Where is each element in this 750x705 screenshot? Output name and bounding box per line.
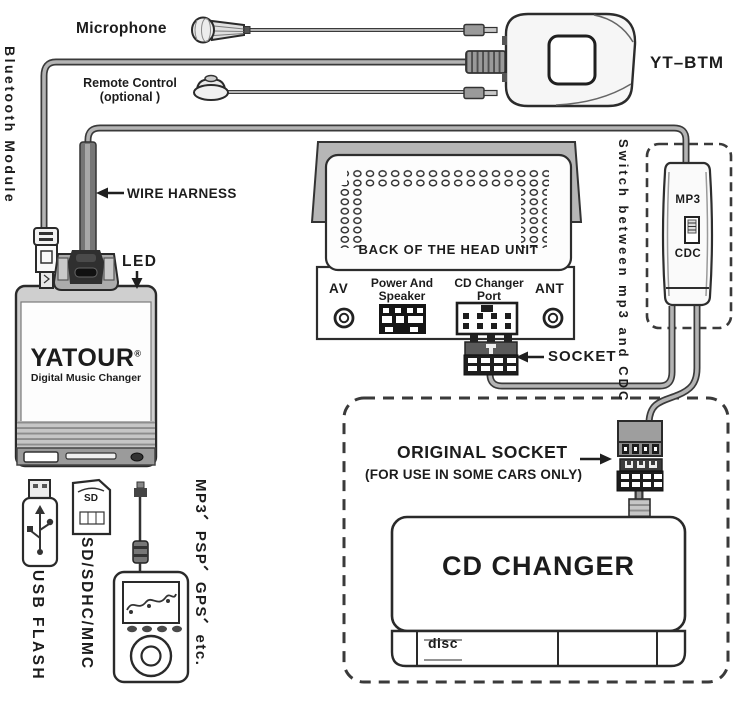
cd-changer-wire xyxy=(628,486,651,520)
mini-usb-plug-icon xyxy=(33,227,59,289)
mp3-player-icon xyxy=(112,570,190,684)
usb-flash-label: USB FLASH xyxy=(29,570,46,682)
cd-changer-port-line2: Port xyxy=(477,288,501,303)
switch-mp3-label: MP3 xyxy=(675,194,701,206)
disc-logo-text: disc xyxy=(427,635,458,651)
ant-connector xyxy=(542,307,564,329)
remote-control-label: Remote Control (optional ) xyxy=(70,76,190,104)
yatour-logo: YATOUR® Digital Music Changer xyxy=(21,344,151,385)
ant-label: ANT xyxy=(535,281,565,296)
switch-note-label: Switch between mp3 and CDC xyxy=(616,139,631,404)
ytbtm-device xyxy=(463,12,637,108)
aux-cable-icon xyxy=(132,481,149,573)
led-arrow xyxy=(131,271,143,289)
bluetooth-module-wire xyxy=(40,58,472,232)
remote-button-icon xyxy=(193,74,229,101)
usb-flash-drive-icon xyxy=(21,479,59,568)
av-label: AV xyxy=(329,281,349,296)
socket-connector xyxy=(463,335,519,376)
switch-cdc-label: CDC xyxy=(674,248,702,260)
cd-changer-dashed-box xyxy=(342,396,730,684)
power-and-speaker-label: Power And Speaker xyxy=(358,277,446,303)
bluetooth-module-label: Bluetooth Module xyxy=(2,46,18,205)
microphone-icon xyxy=(191,16,251,44)
cd-changer-label: CD CHANGER xyxy=(441,551,635,581)
mp3-cdc-switch xyxy=(661,161,714,307)
original-socket-plug xyxy=(617,420,663,457)
yatour-brand-text: YATOUR® xyxy=(30,344,142,372)
cd-changer-port-line1: CD Changer xyxy=(454,276,524,290)
original-socket-arrow xyxy=(580,453,612,465)
power-and-speaker-line1: Power And xyxy=(370,276,434,290)
head-unit xyxy=(310,141,583,341)
yatour-tagline: Digital Music Changer xyxy=(30,372,142,384)
switch-to-plug-wire xyxy=(645,306,701,423)
wire-harness-cable xyxy=(79,124,690,256)
dsub-connector-icon xyxy=(52,250,120,291)
remote-control-label-line1: Remote Control xyxy=(83,76,177,90)
back-of-head-unit-label: BACK OF THE HEAD UNIT xyxy=(358,242,539,257)
sd-card-icon xyxy=(71,478,112,536)
original-socket-note-label: (FOR USE IN SOME CARS ONLY) xyxy=(365,467,583,482)
socket-label: SOCKET xyxy=(548,348,617,365)
portable-players-label: MP3、PSP、GPS、etc. xyxy=(192,479,209,667)
cd-changer-port-label: CD Changer Port xyxy=(446,277,532,303)
microphone-label: Microphone xyxy=(76,20,167,37)
socket-arrow xyxy=(516,351,544,363)
power-and-speaker-line2: Speaker xyxy=(378,288,426,303)
original-socket-label: ORIGINAL SOCKET xyxy=(397,442,568,462)
remote-control-label-line2: (optional ) xyxy=(99,90,161,104)
sd-logo-text: SD xyxy=(84,493,98,504)
led-label: LED xyxy=(122,253,158,270)
yt-btm-label: YT–BTM xyxy=(650,53,724,72)
switch-slider xyxy=(684,216,700,244)
original-socket-connector xyxy=(616,458,664,492)
power-speaker-connector xyxy=(379,304,426,334)
wire-harness-label: WIRE HARNESS xyxy=(127,186,237,201)
cd-changer-unit xyxy=(390,515,687,668)
compact-disc-logo xyxy=(424,639,462,661)
cd-changer-port-connector xyxy=(455,301,519,336)
socket-to-switch-wire xyxy=(486,306,676,390)
yatour-device xyxy=(14,284,158,468)
sd-sdhc-mmc-label: SD/SDHC/MMC xyxy=(78,537,95,671)
yatour-brand-mark: ® xyxy=(134,348,142,359)
av-connector xyxy=(333,307,355,329)
wire-harness-arrow xyxy=(96,187,124,199)
